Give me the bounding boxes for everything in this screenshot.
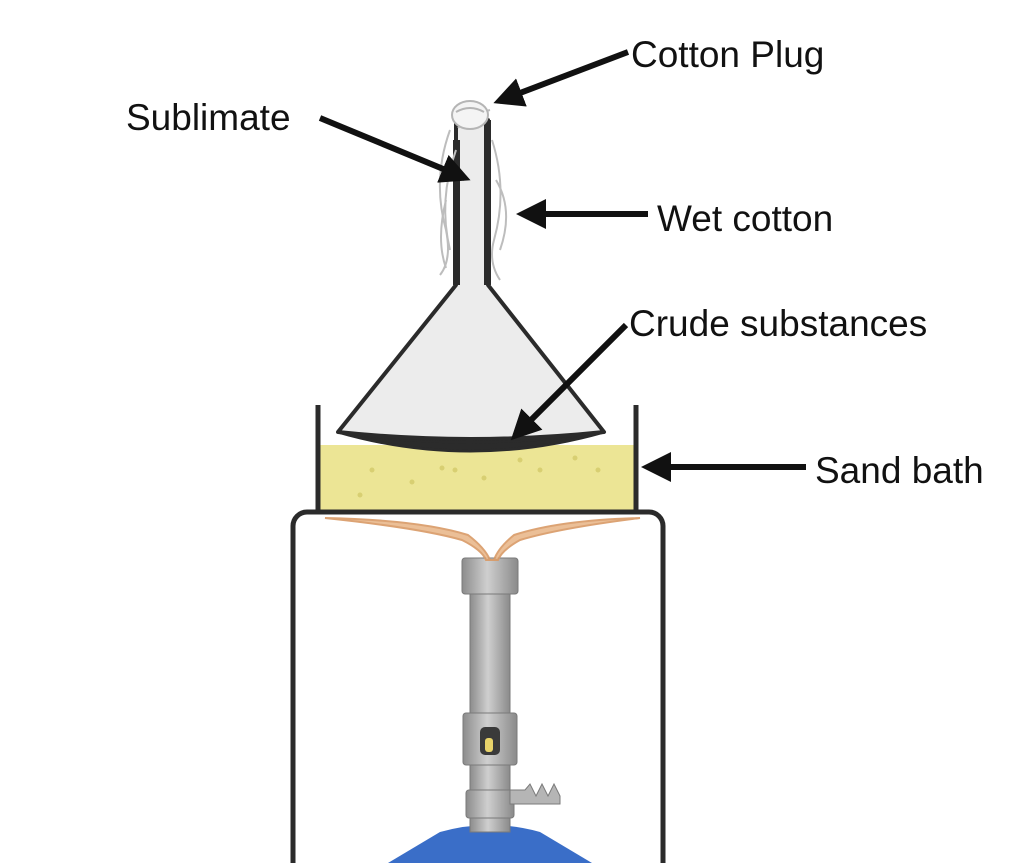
funnel-stem-right-wall <box>484 120 491 285</box>
label-wet-cotton: Wet cotton <box>657 198 833 239</box>
sand-bath-container <box>315 405 639 515</box>
label-cotton-plug: Cotton Plug <box>631 34 824 75</box>
sand-bath-fill <box>318 445 636 512</box>
burner-base <box>388 825 592 863</box>
funnel-stem-left-wall <box>453 140 460 285</box>
crude-substances-arrow <box>510 322 629 441</box>
label-sand-bath: Sand bath <box>815 450 984 491</box>
gas-inlet-nozzle <box>509 782 561 805</box>
burner-gas-collar <box>465 789 515 819</box>
burner-top-collar <box>461 557 519 595</box>
burner-air-hole-light <box>485 738 493 752</box>
sublimate-arrow <box>318 115 471 183</box>
label-crude-substances: Crude substances <box>629 303 927 344</box>
sand-dots <box>357 455 601 498</box>
cotton-plug <box>451 100 489 130</box>
burner-tube <box>469 559 511 833</box>
funnel <box>336 118 606 441</box>
cotton-plug-arrow <box>493 49 630 107</box>
flame <box>324 517 641 561</box>
label-sublimate: Sublimate <box>126 97 291 138</box>
